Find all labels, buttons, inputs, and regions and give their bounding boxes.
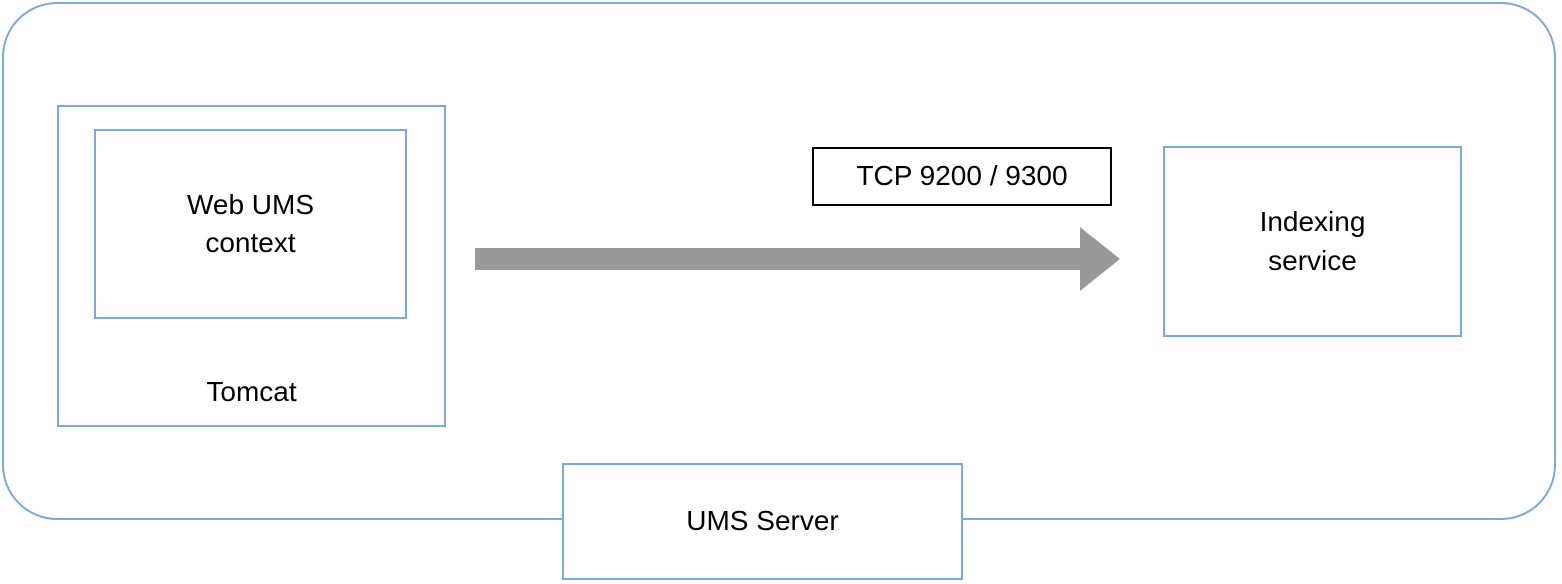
ums-server-label: UMS Server <box>686 505 839 537</box>
web-ums-context-label: Web UMS context <box>186 188 315 258</box>
web-ums-context-box: Web UMS context <box>94 129 407 319</box>
tomcat-label-wrap: Tomcat <box>59 373 444 411</box>
tcp-port-label-box: TCP 9200 / 9300 <box>812 147 1112 206</box>
tomcat-box: Web UMS context Tomcat <box>57 105 446 427</box>
tcp-port-label: TCP 9200 / 9300 <box>856 160 1068 192</box>
arrow-right-icon <box>475 227 1120 291</box>
indexing-service-label: Indexing service <box>1259 206 1366 276</box>
tomcat-label: Tomcat <box>206 376 297 407</box>
indexing-service-box: Indexing service <box>1163 146 1462 337</box>
ums-server-title-box: UMS Server <box>562 463 963 580</box>
